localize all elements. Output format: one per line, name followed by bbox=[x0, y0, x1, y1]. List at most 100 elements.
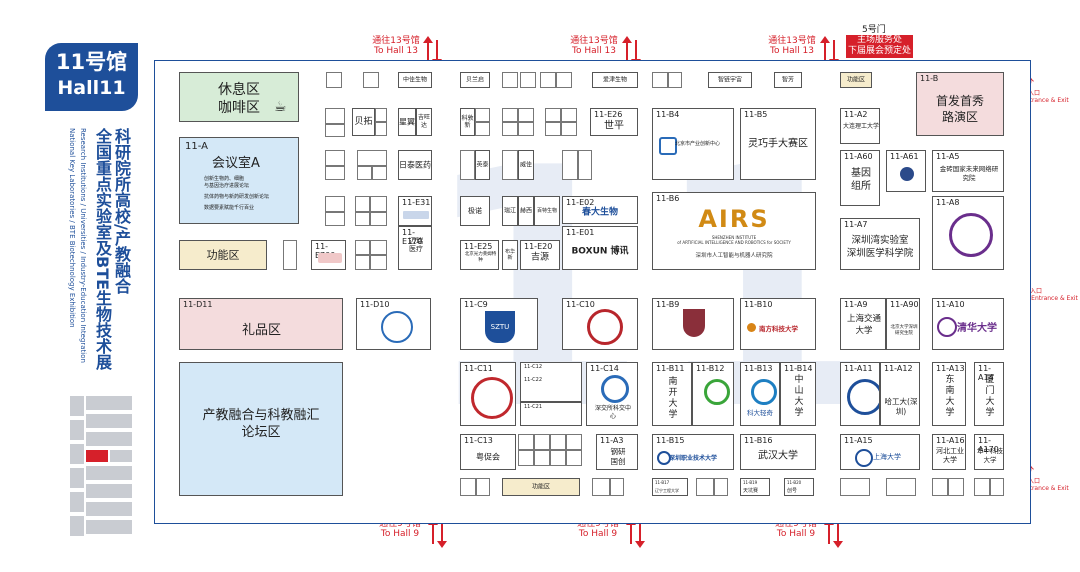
booth-b4[interactable]: 11-B4 北京市产业创新中心 bbox=[652, 108, 734, 180]
booth-r17[interactable]: 百特生物 bbox=[534, 196, 560, 226]
booth-r11[interactable]: 日泰医药 bbox=[398, 150, 432, 180]
booth-a7[interactable]: 11-A7 深圳湾实验室 深圳医学科学院 bbox=[840, 218, 920, 270]
booth-small[interactable] bbox=[502, 122, 518, 136]
booth-r15[interactable]: 瑞江 bbox=[502, 196, 518, 226]
booth-small[interactable] bbox=[518, 108, 534, 122]
booth-small[interactable] bbox=[476, 478, 490, 496]
booth-small[interactable] bbox=[460, 478, 476, 496]
booth-small[interactable] bbox=[375, 108, 387, 122]
booth-b6[interactable]: 11-B6 AIRS SHENZHEN INSTITUTE of ARTIFIC… bbox=[652, 192, 816, 270]
booth-d10[interactable]: 11-D10 bbox=[356, 298, 431, 350]
booth-small[interactable] bbox=[502, 72, 518, 88]
booth-a3[interactable]: 11-A3 钢研国创 bbox=[596, 434, 638, 470]
booth-small[interactable] bbox=[372, 166, 387, 180]
booth-small[interactable] bbox=[696, 478, 714, 496]
booth-small[interactable] bbox=[714, 478, 728, 496]
booth-c11[interactable]: 11-C11 bbox=[460, 362, 516, 426]
booth-small[interactable] bbox=[325, 196, 345, 212]
booth-small[interactable] bbox=[375, 122, 387, 136]
booth-small[interactable] bbox=[545, 108, 561, 122]
booth-a16[interactable]: 11-A16 河北工业大学 bbox=[932, 434, 966, 470]
booth-small[interactable] bbox=[502, 108, 518, 122]
booth-small[interactable] bbox=[475, 122, 490, 136]
booth-b16[interactable]: 11-B16 武汉大学 bbox=[740, 434, 816, 470]
booth-small[interactable] bbox=[370, 212, 387, 226]
booth-small[interactable] bbox=[652, 72, 668, 88]
booth-small[interactable] bbox=[326, 72, 342, 88]
booth-small[interactable] bbox=[518, 122, 534, 136]
booth-a9[interactable]: 11-A9 上海交通大学 bbox=[840, 298, 886, 350]
booth-b9[interactable]: 11-B9 bbox=[652, 298, 734, 350]
booth-a11[interactable]: 11-A11 bbox=[840, 362, 880, 426]
booth-small[interactable] bbox=[355, 240, 370, 255]
booth-e170[interactable]: 11-E170 迈瑞医疗 bbox=[398, 226, 432, 270]
booth-b11[interactable]: 11-B11 南开大学 bbox=[652, 362, 692, 426]
booth-small[interactable] bbox=[566, 434, 582, 450]
forum-zone[interactable]: 产教融合与科教融汇 论坛区 bbox=[179, 362, 343, 496]
booth-r10[interactable]: 英泰 bbox=[475, 150, 490, 180]
booth-small[interactable] bbox=[520, 72, 536, 88]
booth-b13[interactable]: 11-B13 科大轻奇 bbox=[740, 362, 780, 426]
booth-small[interactable] bbox=[948, 478, 964, 496]
booth-small[interactable] bbox=[886, 478, 916, 496]
booth-small[interactable] bbox=[562, 150, 578, 180]
booth-small[interactable] bbox=[840, 478, 870, 496]
booth-small[interactable] bbox=[556, 72, 572, 88]
booth-a12[interactable]: 11-A12 哈工大(深圳) bbox=[880, 362, 920, 426]
booth-b19[interactable]: 11-B19 天坑赛 bbox=[740, 478, 770, 496]
booth-c12-c22[interactable]: 11-C12 11-C22 bbox=[520, 362, 582, 402]
booth-small[interactable] bbox=[561, 122, 577, 136]
booth-r6[interactable]: 贝拓 bbox=[352, 108, 375, 136]
booth-small[interactable] bbox=[283, 240, 297, 270]
booth-a61[interactable]: 11-A61 bbox=[886, 150, 926, 192]
meeting-room-a[interactable]: 11-A 会议室A 创新生物药、细胞 与基因治疗进展论坛 抗体药物与新药研发创新… bbox=[179, 137, 299, 224]
booth-r7[interactable]: 星翼 bbox=[398, 108, 416, 136]
booth-small[interactable] bbox=[518, 450, 534, 466]
booth-small[interactable] bbox=[518, 434, 534, 450]
booth-small[interactable] bbox=[990, 478, 1004, 496]
booth-r3[interactable]: 爱津生物 bbox=[592, 72, 638, 88]
booth-b14[interactable]: 11-B14 中山大学 bbox=[780, 362, 816, 426]
booth-small[interactable] bbox=[932, 478, 948, 496]
booth-c10[interactable]: 11-C10 bbox=[562, 298, 638, 350]
booth-r2[interactable]: 贝兰启 bbox=[460, 72, 490, 88]
function-zone-left[interactable]: 功能区 bbox=[179, 240, 267, 270]
booth-r18[interactable]: 布华新 bbox=[502, 240, 518, 270]
booth-r5[interactable]: 智芳 bbox=[774, 72, 802, 88]
booth-b10[interactable]: 11-B10 南方科技大学 bbox=[740, 298, 816, 350]
booth-r16[interactable]: 赫西 bbox=[518, 196, 534, 226]
booth-c21[interactable]: 11-C21 bbox=[520, 402, 582, 426]
booth-r9[interactable]: 科敦新 bbox=[460, 108, 475, 136]
booth-a60[interactable]: 11-A60 基因组所 bbox=[840, 150, 880, 206]
booth-small[interactable] bbox=[561, 108, 577, 122]
booth-a8[interactable]: 11-A8 bbox=[932, 196, 1004, 270]
booth-small[interactable] bbox=[578, 150, 592, 180]
booth-e26[interactable]: 11-E26 世平 bbox=[590, 108, 638, 136]
booth-b20[interactable]: 11-B20 创号 bbox=[784, 478, 814, 496]
booth-small[interactable] bbox=[355, 196, 370, 212]
booth-c13[interactable]: 11-C13 粤促会 bbox=[460, 434, 516, 470]
booth-small[interactable] bbox=[325, 166, 345, 180]
booth-small[interactable] bbox=[370, 196, 387, 212]
booth-e25[interactable]: 11-E25 北京光力莱姆特种 bbox=[460, 240, 499, 270]
booth-small[interactable] bbox=[325, 108, 345, 124]
booth-r4[interactable]: 智链宇宙 bbox=[708, 72, 752, 88]
booth-e700[interactable]: 11-E700 bbox=[311, 240, 346, 270]
booth-r12[interactable]: 威佳 bbox=[518, 150, 534, 180]
booth-small[interactable] bbox=[592, 478, 610, 496]
booth-a14[interactable]: 11-A14 厦门大学 bbox=[974, 362, 1004, 426]
booth-small[interactable] bbox=[550, 434, 566, 450]
booth-small[interactable] bbox=[534, 434, 550, 450]
booth-b17[interactable]: 11-B17 辽宁工程大学 bbox=[652, 478, 688, 496]
function-zone-bottom[interactable]: 功能区 bbox=[502, 478, 580, 496]
booth-small[interactable] bbox=[370, 255, 387, 270]
booth-small[interactable] bbox=[502, 150, 518, 180]
booth-c14[interactable]: 11-C14 深交所科交中心 bbox=[586, 362, 638, 426]
booth-small[interactable] bbox=[355, 255, 370, 270]
launch-roadshow-zone[interactable]: 11-B 首发首秀 路演区 bbox=[916, 72, 1004, 136]
booth-e01[interactable]: 11-E01 BOXUN 博讯 bbox=[562, 226, 638, 270]
booth-e02[interactable]: 11-E02 春大生物 bbox=[562, 196, 638, 224]
booth-small[interactable] bbox=[325, 150, 345, 166]
function-zone-top[interactable]: 功能区 bbox=[840, 72, 872, 88]
booth-a10[interactable]: 11-A10 清华大学 bbox=[932, 298, 1004, 350]
